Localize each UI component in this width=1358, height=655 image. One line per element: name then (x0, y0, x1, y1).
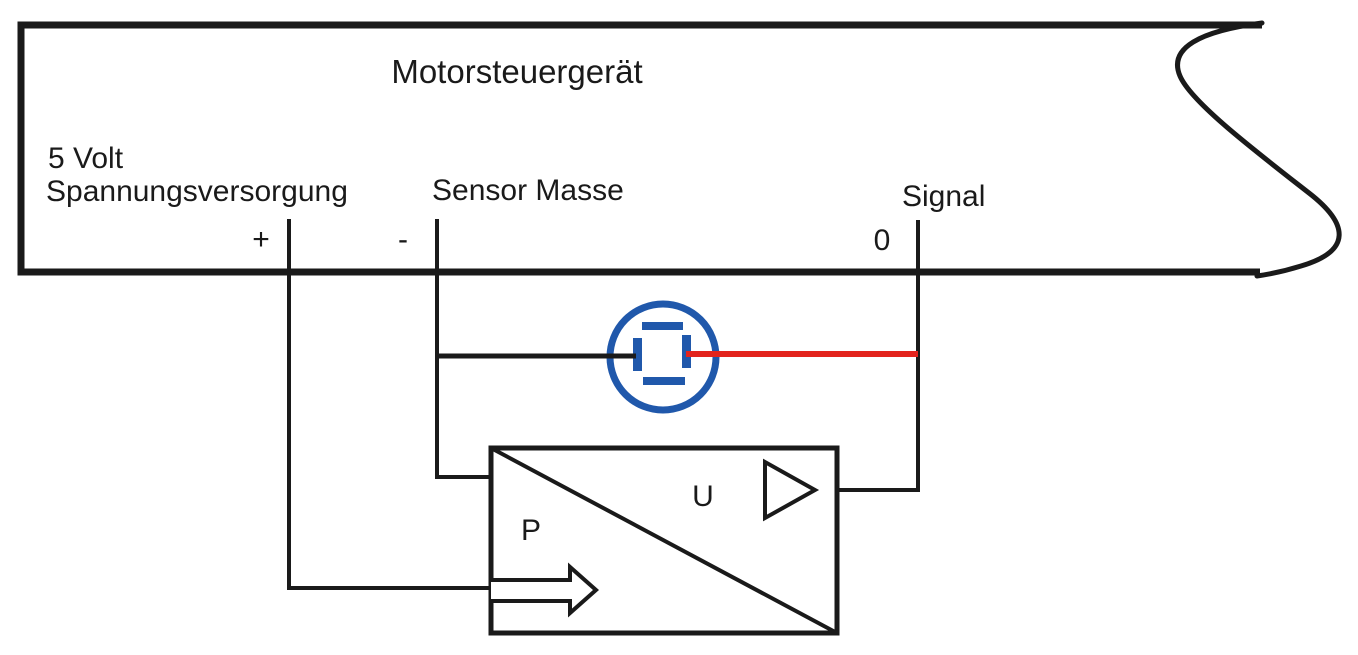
supply-wire (287, 219, 491, 590)
minus-terminal-label: - (398, 223, 408, 256)
connector-pin-bottom (643, 377, 685, 385)
connector-pin-left (633, 338, 642, 371)
connector-pin-top (642, 322, 683, 330)
ecu-box-outline (17, 21, 1262, 276)
sensor-divider-diagonal (490, 446, 838, 635)
ecu-break-squiggle-icon (1175, 20, 1342, 279)
pressure-arrow-icon (491, 562, 600, 618)
supply-label-line2: Spannungsversorgung (46, 175, 348, 208)
supply-label-line1: 5 Volt (48, 142, 124, 175)
plus-terminal-label: + (252, 223, 270, 256)
ground-wire (435, 219, 491, 479)
signal-label: Signal (902, 180, 985, 213)
ground-label: Sensor Masse (432, 174, 624, 207)
pressure-label: P (521, 514, 541, 547)
voltage-label: U (692, 480, 714, 513)
signal-wire (815, 220, 920, 492)
amplifier-triangle-icon (763, 458, 820, 522)
zero-terminal-label: 0 (874, 224, 891, 257)
ecu-title: Motorsteuergerät (391, 53, 642, 90)
